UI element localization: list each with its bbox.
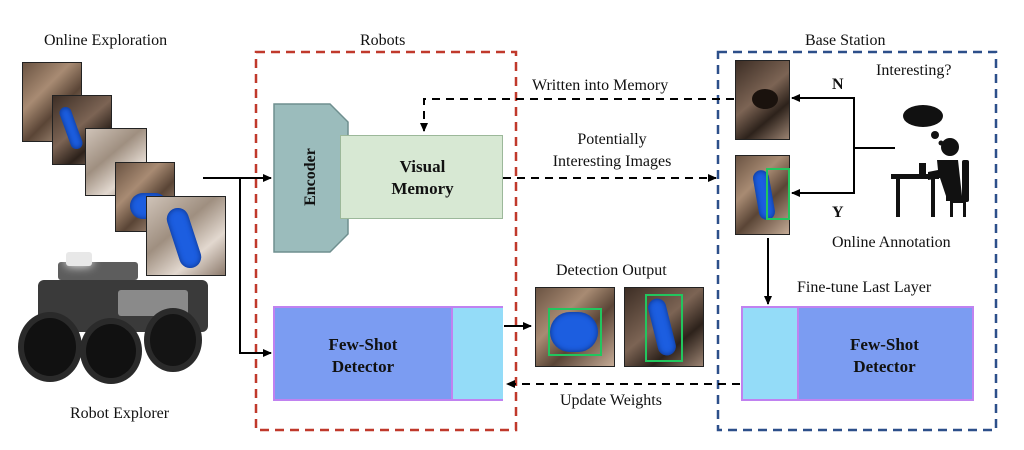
exploration-frame-5: [146, 196, 226, 276]
base-station-section-border: [716, 50, 998, 432]
written-into-memory-arrow: [420, 98, 734, 132]
update-weights-label: Update Weights: [560, 392, 662, 409]
base-station-bbox: [766, 168, 790, 220]
potentially-interesting-line-1: Potentially: [577, 131, 647, 148]
encoder-label: Encoder: [302, 148, 319, 206]
detection-bbox-2: [645, 294, 683, 362]
potentially-interesting-line-2: Interesting Images: [552, 153, 672, 170]
detection-bbox-1: [548, 308, 602, 356]
base-station-image-no: [735, 60, 790, 140]
visual-memory-line-2: Memory: [391, 179, 454, 198]
detection-output-image-2: [624, 287, 704, 367]
robots-section-border: [254, 50, 518, 432]
thought-cloud: [903, 105, 943, 127]
explore-to-detector-arrow: [239, 178, 272, 357]
yes-label: Y: [832, 204, 844, 221]
robot-explorer-label: Robot Explorer: [70, 405, 170, 422]
no-label: N: [832, 76, 844, 93]
robots-label: Robots: [360, 32, 406, 49]
visual-memory-block: Visual Memory: [340, 135, 503, 219]
no-arrow: [791, 94, 855, 148]
interesting-question-label: Interesting?: [876, 62, 952, 79]
yes-arrow: [791, 148, 855, 197]
detection-output-image-1: [535, 287, 615, 367]
few-shot-detector-robot: Few-Shot Detector: [273, 306, 503, 401]
detector-base-line-1: Few-Shot: [850, 335, 919, 354]
encoder-block: [273, 103, 349, 253]
base-station-label: Base Station: [805, 32, 886, 49]
detector-robot-line-1: Few-Shot: [328, 335, 398, 354]
robot-explorer-image: [18, 250, 223, 390]
written-into-memory-label: Written into Memory: [532, 77, 669, 94]
detector-base-line-2: Detector: [853, 357, 916, 376]
few-shot-detector-base: Few-Shot Detector: [741, 306, 974, 401]
visual-memory-line-1: Visual: [399, 157, 446, 176]
detector-robot-line-2: Detector: [331, 357, 395, 376]
online-exploration-label: Online Exploration: [44, 32, 168, 49]
base-station-image-yes: [735, 155, 790, 235]
detection-output-label: Detection Output: [556, 262, 667, 279]
person-at-desk-icon: [891, 138, 969, 217]
online-annotation-label: Online Annotation: [832, 234, 951, 251]
fine-tune-label: Fine-tune Last Layer: [797, 279, 932, 296]
